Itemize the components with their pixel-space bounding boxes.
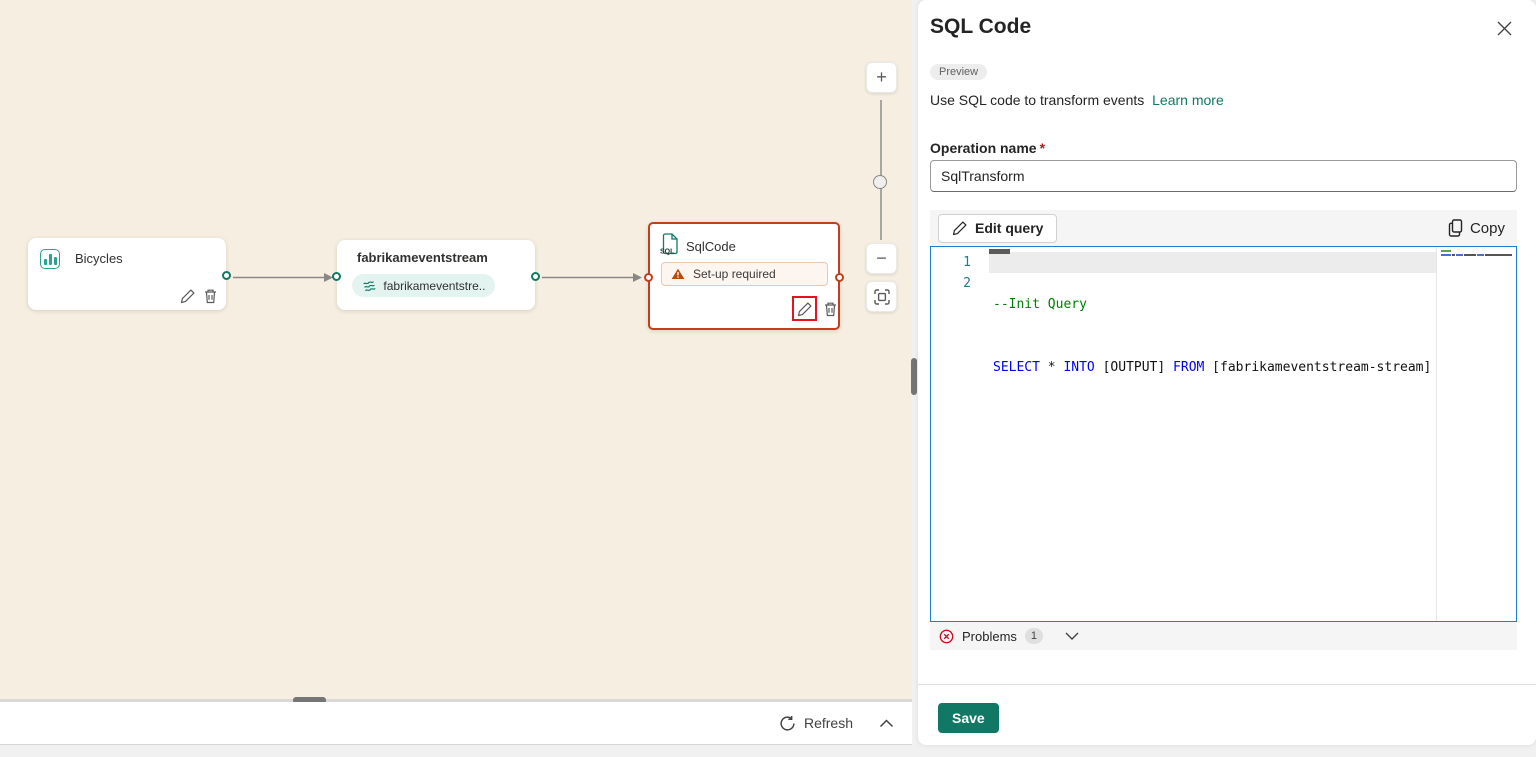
keyword-token: SELECT xyxy=(993,360,1040,375)
pencil-icon xyxy=(180,289,195,304)
editor-toolbar: Edit query Copy xyxy=(930,210,1517,246)
highlighted-edit-target xyxy=(792,296,817,321)
refresh-button[interactable]: Refresh xyxy=(779,715,853,732)
vertical-scrollbar-thumb[interactable] xyxy=(911,358,917,395)
expand-problems-button[interactable] xyxy=(1065,632,1079,640)
operation-name-label-text: Operation name xyxy=(930,140,1037,156)
node-bicycles-title: Bicycles xyxy=(75,251,123,266)
code-line-2: SELECT * INTO [OUTPUT] FROM [fabrikameve… xyxy=(993,357,1431,378)
node-bicycles[interactable]: Bicycles xyxy=(28,238,231,310)
zoom-slider-handle[interactable] xyxy=(873,175,887,189)
output-port[interactable] xyxy=(222,271,231,280)
problems-count-badge: 1 xyxy=(1024,628,1043,644)
code-line-1: --Init Query xyxy=(993,294,1431,315)
line-numbers: 1 2 xyxy=(931,252,971,294)
stream-icon xyxy=(363,280,376,291)
preview-badge: Preview xyxy=(930,64,988,80)
description-text: Use SQL code to transform events xyxy=(930,92,1145,108)
refresh-icon xyxy=(780,715,795,731)
setup-required-warning: Set-up required xyxy=(661,262,828,286)
keyword-token: INTO xyxy=(1063,360,1095,375)
code-lines: --Init Query SELECT * INTO [OUTPUT] FROM… xyxy=(993,252,1431,420)
edge-bicycles-to-eventstream xyxy=(233,273,333,282)
chevron-up-icon xyxy=(879,718,894,727)
delete-sqlcode-button[interactable] xyxy=(823,301,838,317)
minus-icon: − xyxy=(876,248,887,268)
chevron-down-icon xyxy=(1065,632,1079,640)
node-eventstream-title: fabrikameventstream xyxy=(357,250,488,265)
edit-node-button[interactable] xyxy=(180,288,196,304)
edit-sqlcode-button[interactable] xyxy=(797,301,813,317)
save-button[interactable]: Save xyxy=(938,703,999,733)
warning-icon xyxy=(671,268,685,279)
close-icon xyxy=(1497,21,1511,35)
canvas-area: Bicycles fabrikameventstream xyxy=(0,0,912,745)
current-line-highlight xyxy=(989,252,1436,273)
setup-required-label: Set-up required xyxy=(693,267,776,281)
input-port[interactable] xyxy=(644,273,653,282)
keyword-token: FROM xyxy=(1173,360,1205,375)
plus-icon: + xyxy=(876,67,887,87)
plain-token: [OUTPUT] xyxy=(1094,360,1174,375)
trash-icon xyxy=(205,289,216,304)
collapse-panel-button[interactable] xyxy=(879,718,894,728)
comment-token: --Init Query xyxy=(993,297,1087,312)
delete-node-button[interactable] xyxy=(203,288,218,304)
svg-text:SQL: SQL xyxy=(660,249,675,256)
node-eventstream[interactable]: fabrikameventstream fabrikameventstre... xyxy=(332,240,540,310)
pencil-icon xyxy=(952,221,967,236)
canvas-footer: Refresh xyxy=(0,702,912,745)
fit-to-view-button[interactable] xyxy=(866,281,897,312)
bar-chart-icon xyxy=(40,249,60,269)
edit-query-button[interactable]: Edit query xyxy=(938,213,1058,243)
zoom-slider-track xyxy=(880,100,882,240)
sql-code-panel: SQL Code Preview Use SQL code to transfo… xyxy=(918,0,1536,745)
panel-title: SQL Code xyxy=(930,15,1032,38)
edit-query-label: Edit query xyxy=(975,220,1044,236)
minimap-line-2 xyxy=(1441,254,1512,256)
line-number: 1 xyxy=(963,255,971,270)
sql-document-icon: SQL xyxy=(659,233,679,260)
stream-badge: fabrikameventstre... xyxy=(352,274,495,297)
editor-scrollbar-thumb[interactable] xyxy=(989,249,1010,254)
pencil-icon xyxy=(797,302,811,316)
node-sqlcode[interactable]: SQL SqlCode Set-up required xyxy=(644,222,844,330)
footer-divider xyxy=(918,684,1536,685)
sql-code-editor[interactable]: 1 2 --Init Query SELECT * INTO [OUTPUT] … xyxy=(930,246,1517,622)
refresh-label: Refresh xyxy=(803,715,853,731)
trash-icon xyxy=(825,302,836,317)
output-port[interactable] xyxy=(835,273,844,282)
learn-more-link[interactable]: Learn more xyxy=(1152,92,1224,108)
fit-screen-icon xyxy=(873,288,890,305)
node-sqlcode-title: SqlCode xyxy=(686,239,736,254)
input-port[interactable] xyxy=(332,272,341,281)
stream-badge-label: fabrikameventstre... xyxy=(383,278,485,293)
plain-token: * xyxy=(1039,360,1064,375)
operation-name-input[interactable] xyxy=(930,160,1517,192)
problems-label: Problems xyxy=(962,628,1017,644)
edge-eventstream-to-sqlcode xyxy=(542,273,642,282)
horizontal-scrollbar-track xyxy=(0,699,912,702)
copy-label: Copy xyxy=(1469,219,1505,237)
close-panel-button[interactable] xyxy=(1493,17,1515,39)
panel-description: Use SQL code to transform events Learn m… xyxy=(930,92,1224,108)
minimap[interactable] xyxy=(1436,247,1515,621)
copy-icon xyxy=(1448,219,1463,237)
zoom-out-button[interactable]: − xyxy=(866,243,897,274)
horizontal-scrollbar-thumb[interactable] xyxy=(293,697,326,704)
plain-token: [fabrikameventstream-stream] xyxy=(1204,360,1432,375)
minimap-line-1 xyxy=(1441,250,1451,252)
required-asterisk: * xyxy=(1039,140,1046,156)
zoom-in-button[interactable]: + xyxy=(866,62,897,93)
operation-name-label: Operation name* xyxy=(930,140,1045,156)
copy-button[interactable]: Copy xyxy=(1448,219,1505,237)
problems-bar[interactable]: Problems 1 xyxy=(930,622,1517,650)
canvas-background[interactable] xyxy=(0,0,912,701)
error-icon xyxy=(939,629,954,643)
output-port[interactable] xyxy=(531,272,540,281)
line-number: 2 xyxy=(963,276,971,291)
